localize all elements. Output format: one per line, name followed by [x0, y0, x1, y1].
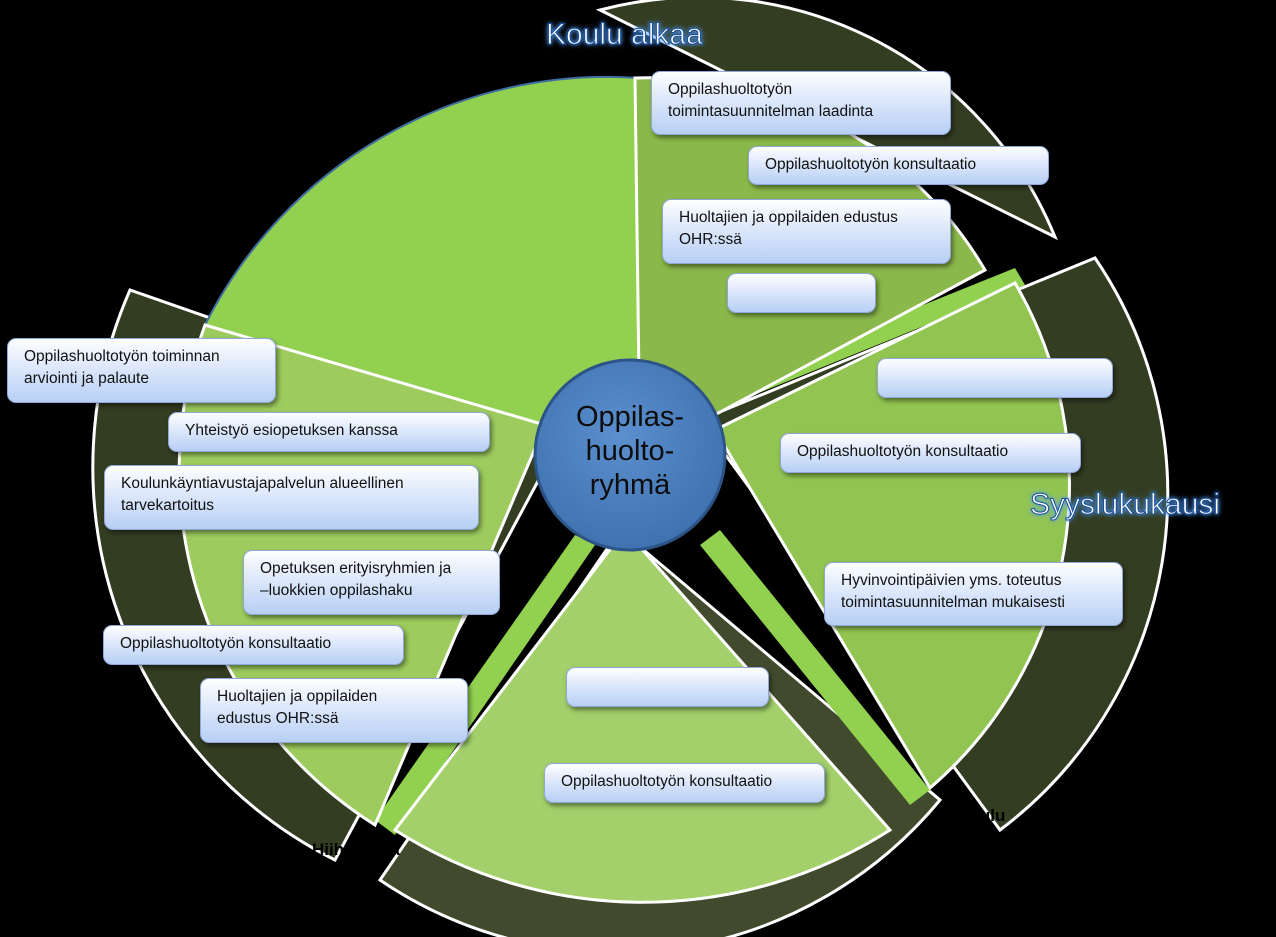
- box-yhteistyo-esiopetus: Yhteistyö esiopetuksen kanssa: [168, 412, 490, 452]
- box-huoltajien-edustus-left: Huoltajien ja oppilaiden edustus OHR:ssä: [200, 678, 468, 743]
- center-circle: [533, 358, 727, 552]
- box-toiminnan-arviointi: Oppilashuoltotyön toiminnan arviointi ja…: [7, 338, 276, 403]
- box-hyvinvointipaivat: Hyvinvointipäivien yms. toteutus toimint…: [824, 562, 1123, 626]
- strip-right-lower: [700, 530, 930, 805]
- box-konsultaatio-bottom: Oppilashuoltotyön konsultaatio: [544, 763, 825, 803]
- box-erityisryhmat-oppilashaku: Opetuksen erityisryhmien ja –luokkien op…: [243, 550, 500, 615]
- season-label-koulu-alkaa: Koulu alkaa: [546, 18, 704, 52]
- center-label: Oppilas- huolto- ryhmä: [576, 401, 684, 501]
- sector-right: [712, 281, 1071, 791]
- box-toimintasuunnitelman-laadinta: Oppilashuoltotyön toimintasuunnitelman l…: [651, 71, 951, 135]
- season-label-syyslukukausi: Syyslukukausi: [1029, 488, 1221, 522]
- box-empty-top-right: [727, 273, 876, 313]
- box-konsultaatio-top-right: Oppilashuoltotyön konsultaatio: [748, 146, 1049, 185]
- box-konsultaatio-right: Oppilashuoltotyön konsultaatio: [780, 433, 1081, 473]
- box-empty-right: [877, 358, 1113, 398]
- box-konsultaatio-left: Oppilashuoltotyön konsultaatio: [103, 625, 404, 665]
- strip-left-lower: [375, 535, 595, 835]
- sector-bottom: [392, 527, 893, 904]
- season-label-joulu: Joulu: [960, 806, 1006, 825]
- season-label-hiihtoloma: Hiihtoloma: [312, 840, 400, 859]
- box-avustajapalvelu-kartoitus: Koulunkäyntiavustajapalvelun alueellinen…: [104, 465, 479, 530]
- sector-top-left: [203, 75, 642, 457]
- box-empty-bottom: [566, 667, 769, 707]
- box-huoltajien-edustus-top-right: Huoltajien ja oppilaiden edustus OHR:ssä: [662, 199, 951, 264]
